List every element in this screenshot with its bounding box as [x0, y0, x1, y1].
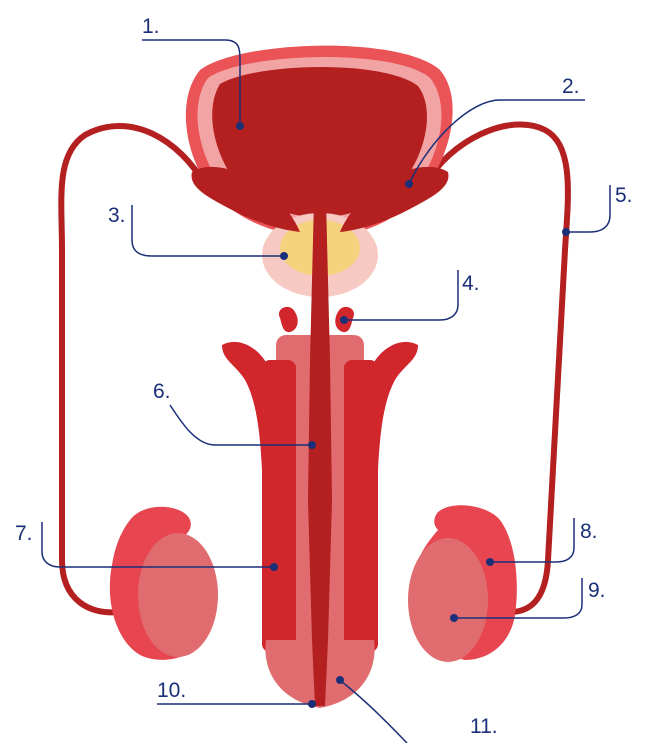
svg-text:1.: 1.: [142, 15, 160, 38]
shaft-right-column: [344, 360, 378, 652]
svg-text:8.: 8.: [580, 520, 598, 543]
svg-text:3.: 3.: [108, 204, 126, 227]
left-testis: [110, 507, 218, 660]
svg-text:11.: 11.: [470, 715, 498, 738]
left-gland: [279, 307, 298, 332]
svg-text:9.: 9.: [588, 579, 606, 602]
svg-text:7.: 7.: [15, 522, 33, 545]
svg-text:4.: 4.: [462, 272, 480, 295]
right-testis: [408, 505, 517, 662]
label-5: 5.: [562, 184, 633, 236]
svg-text:6.: 6.: [153, 380, 171, 403]
svg-text:2.: 2.: [562, 75, 580, 98]
shaft-left-column: [262, 360, 296, 652]
svg-text:5.: 5.: [615, 184, 633, 207]
svg-text:10.: 10.: [157, 679, 186, 702]
